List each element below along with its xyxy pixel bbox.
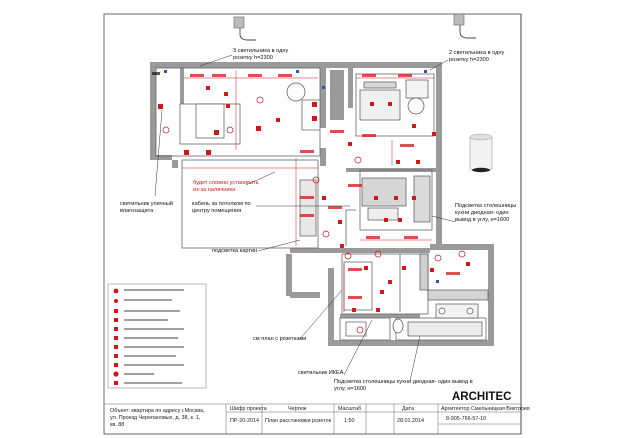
- callout-ikea-light: светильник ИКЕА: [298, 370, 344, 376]
- project-code-header: Шифр проекта: [230, 406, 267, 412]
- callout-painting-light: подсветка картин: [212, 248, 257, 254]
- pendant-lamp-icon: [453, 13, 476, 39]
- architec-logo: ARCHITEC: [452, 391, 511, 403]
- architect-header: Архитектор Смельницкая Виктория: [441, 406, 530, 412]
- drawing-name: План расстановки розеток: [265, 418, 332, 424]
- project-code: ПР-20-2014: [230, 418, 259, 424]
- date-header: Дата: [402, 406, 414, 412]
- light-fixtures: [158, 86, 470, 312]
- title-block: [104, 403, 521, 434]
- drawing-header: Чертеж: [288, 406, 307, 412]
- scale-header: Масштаб: [338, 406, 361, 412]
- ceiling-spotlight-icon: [469, 133, 493, 173]
- floor-plan: [150, 62, 494, 346]
- phone-number: 8-905-766-57-10: [446, 416, 486, 422]
- date-value: 28.01.2014: [397, 418, 424, 424]
- pendant-lamp-icon: [233, 16, 256, 41]
- legend: [107, 283, 207, 389]
- callout-counter-light-bottom: Подсветка столешницы кухни диодная- один…: [334, 379, 473, 392]
- scale-value: 1:50: [344, 418, 355, 424]
- callout-socket-plan: см план с розетками: [253, 336, 306, 342]
- dimension-labels: [152, 72, 460, 299]
- object-label: Объект: квартира по адресу г.Москва,ул. …: [110, 408, 205, 428]
